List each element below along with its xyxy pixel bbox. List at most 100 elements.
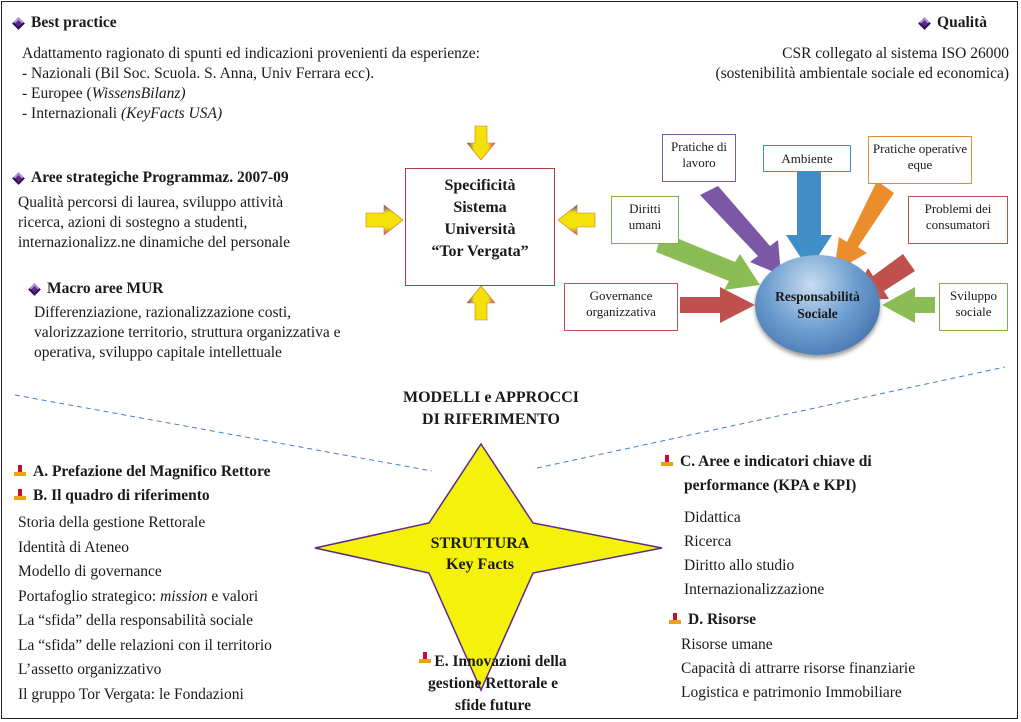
qualita-title: Qualità xyxy=(937,14,987,31)
section-d-item: Risorse umane xyxy=(681,636,773,653)
best-practice-line: Adattamento ragionato di spunti ed indic… xyxy=(22,45,480,62)
section-b-item: Il gruppo Tor Vergata: le Fondazioni xyxy=(18,685,244,703)
qualita-line: (sostenibilità ambientale sociale ed eco… xyxy=(715,65,1009,82)
pushpin-bullet-icon xyxy=(14,489,26,503)
spoke-arrow-sviluppo xyxy=(882,287,935,323)
best-practice-text: Adattamento ragionato di spunti ed indic… xyxy=(22,44,480,124)
arrow-up-bottom xyxy=(466,285,496,321)
csr-center-label: Responsabilità Sociale xyxy=(775,289,860,321)
aree-strategiche-line: internazionalizz.ne dinamiche del person… xyxy=(18,234,290,251)
pushpin-bullet-icon xyxy=(14,465,26,479)
section-b-item: Modello di governance xyxy=(18,563,162,580)
structure-star xyxy=(314,442,663,692)
aree-strategiche-line: ricerca, azioni di sostegno a studenti, xyxy=(18,214,248,231)
macro-aree-text: Differenziazione, razionalizzazione cost… xyxy=(34,303,341,363)
modelli-line: MODELLI e APPROCCI xyxy=(403,389,579,406)
section-b-item: L’assetto organizzativo xyxy=(18,661,162,678)
section-d-title: D. Risorse xyxy=(688,611,757,628)
section-b-item: Identità di Ateneo xyxy=(18,538,130,556)
aree-strategiche-text: Qualità percorsi di laurea, sviluppo att… xyxy=(18,193,290,253)
macro-aree-line: Differenziazione, razionalizzazione cost… xyxy=(34,304,292,321)
aree-strategiche-title: Aree strategiche Programmaz. 2007-09 xyxy=(31,169,289,186)
section-e-line: sfide future xyxy=(455,697,531,714)
section-b-heading: B. Il quadro di riferimento xyxy=(14,486,210,506)
section-a-heading: A. Prefazione del Magnifico Rettore xyxy=(14,462,270,482)
spoke-arrow-pratiche-operative xyxy=(834,181,894,272)
section-c-heading: C. Aree e indicatori chiave di xyxy=(661,452,872,472)
diamond-bullet-icon xyxy=(28,282,41,296)
csr-box-ambiente: Ambiente xyxy=(763,145,851,172)
section-e-line: E. Innovazioni della xyxy=(383,651,603,673)
section-e-title: E. Innovazioni della xyxy=(434,653,567,670)
macro-aree-heading: Macro aree MUR xyxy=(28,279,164,299)
star-label: STRUTTURA Key Facts xyxy=(405,533,555,575)
specificita-box: Specificità Sistema Università “Tor Verg… xyxy=(405,168,555,286)
macro-aree-line: valorizzazione territorio, struttura org… xyxy=(34,324,341,341)
best-practice-line: - Internazionali (KeyFacts USA) xyxy=(22,105,223,122)
arrow-left-right xyxy=(557,204,596,236)
csr-box-sviluppo-sociale: Sviluppo sociale xyxy=(939,283,1008,331)
diamond-bullet-icon xyxy=(12,171,25,185)
best-practice-heading: Best practice xyxy=(12,13,117,33)
spoke-arrow-diritti xyxy=(656,232,760,290)
section-d-list: Risorse umane Capacità di attrarre risor… xyxy=(681,633,915,705)
dashed-line-right xyxy=(536,366,1006,469)
section-c-item: Internazionalizzazione xyxy=(684,581,825,598)
qualita-text: CSR collegato al sistema ISO 26000 (sost… xyxy=(715,44,1009,84)
specificita-line: “Tor Vergata” xyxy=(431,243,529,260)
section-e-block: E. Innovazioni della gestione Rettorale … xyxy=(383,651,603,717)
qualita-heading: Qualità xyxy=(918,13,987,33)
spoke-arrow-pratiche-lavoro xyxy=(700,186,781,275)
section-c-title-2: performance (KPA e KPI) xyxy=(684,477,857,494)
spoke-arrow-governance xyxy=(680,287,755,323)
section-c-title: C. Aree e indicatori chiave di xyxy=(680,453,872,470)
csr-box-diritti-umani: Diritti umani xyxy=(611,196,679,244)
pushpin-bullet-icon xyxy=(669,613,681,627)
best-practice-title: Best practice xyxy=(31,14,117,31)
section-b-item: Portafoglio strategico: mission e valori xyxy=(18,587,259,605)
aree-strategiche-line: Qualità percorsi di laurea, sviluppo att… xyxy=(18,194,284,211)
arrow-down-top xyxy=(466,125,496,161)
star-line: Key Facts xyxy=(446,556,514,573)
section-b-item: Storia della gestione Rettorale xyxy=(18,514,206,531)
section-d-item: Logistica e patrimonio Immobiliare xyxy=(681,684,902,701)
modelli-heading: MODELLI e APPROCCI DI RIFERIMENTO xyxy=(380,387,602,431)
section-b-item: La “sfida” della responsabilità sociale xyxy=(18,612,253,629)
section-b-title: B. Il quadro di riferimento xyxy=(33,487,210,504)
modelli-line: DI RIFERIMENTO xyxy=(422,411,560,428)
qualita-line: CSR collegato al sistema ISO 26000 xyxy=(782,45,1009,62)
section-c-item: Ricerca xyxy=(684,533,732,550)
section-e-line: gestione Rettorale e xyxy=(428,675,558,692)
csr-box-pratiche-operative: Pratiche operative eque xyxy=(868,136,972,184)
star-line: STRUTTURA xyxy=(430,535,530,552)
pushpin-bullet-icon xyxy=(419,652,432,666)
csr-box-problemi-consumatori: Problemi dei consumatori xyxy=(908,196,1008,244)
section-b-list: Storia della gestione Rettorale Identità… xyxy=(18,511,272,707)
section-c-list: Didattica Ricerca Diritto allo studio In… xyxy=(684,506,824,602)
aree-strategiche-heading: Aree strategiche Programmaz. 2007-09 xyxy=(12,168,289,188)
macro-aree-line: operativa, sviluppo capitale intellettua… xyxy=(34,344,282,361)
section-c-item: Diritto allo studio xyxy=(684,557,795,574)
csr-box-pratiche-lavoro: Pratiche di lavoro xyxy=(662,134,736,182)
macro-aree-title: Macro aree MUR xyxy=(47,280,164,297)
section-a-title: A. Prefazione del Magnifico Rettore xyxy=(33,463,271,480)
specificita-line: Sistema xyxy=(453,199,507,216)
specificita-line: Università xyxy=(444,221,516,238)
csr-box-governance: Governance organizzativa xyxy=(564,283,678,331)
diamond-bullet-icon xyxy=(918,16,931,30)
best-practice-line: - Nazionali (Bil Soc. Scuola. S. Anna, U… xyxy=(22,65,375,82)
section-c-item: Didattica xyxy=(684,509,741,526)
best-practice-line: - Europee (WissensBilanz) xyxy=(22,85,186,102)
dashed-line-left xyxy=(14,394,433,472)
arrow-right-left xyxy=(365,204,404,236)
section-d-item: Capacità di attrarre risorse finanziarie xyxy=(681,660,916,677)
spoke-arrow-ambiente xyxy=(786,165,832,270)
section-d-heading: D. Risorse xyxy=(669,610,756,630)
csr-center-circle: Responsabilità Sociale xyxy=(755,255,880,355)
diamond-bullet-icon xyxy=(12,16,25,30)
pushpin-bullet-icon xyxy=(661,455,673,469)
specificita-line: Specificità xyxy=(444,177,516,194)
section-b-item: La “sfida” delle relazioni con il territ… xyxy=(18,636,272,654)
